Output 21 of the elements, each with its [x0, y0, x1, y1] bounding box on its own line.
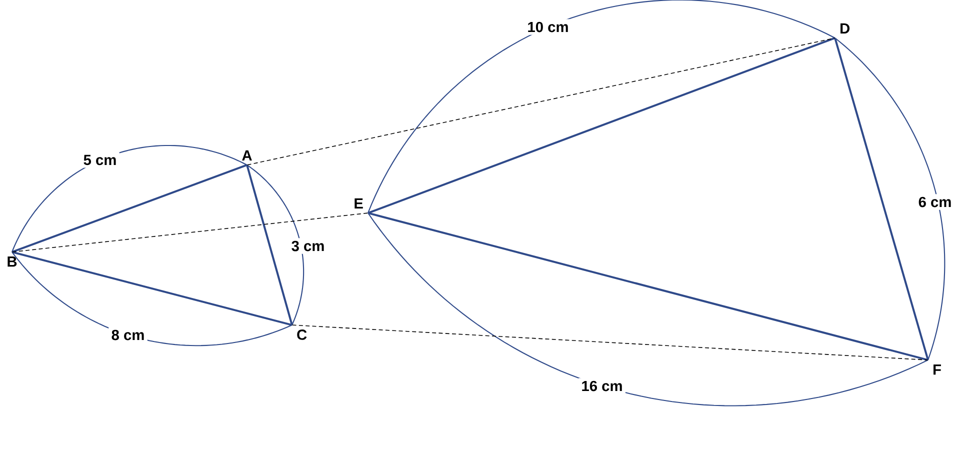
dashed-line — [292, 324, 928, 360]
dimension-label: 3 cm — [288, 238, 328, 254]
triangle-side — [246, 165, 293, 326]
vertex-label: F — [934, 364, 941, 375]
triangle-side — [368, 37, 836, 214]
dimension-label: 8 cm — [108, 327, 148, 343]
triangle-side — [12, 164, 248, 253]
dimension-label: 5 cm — [80, 152, 120, 168]
triangle-side — [12, 251, 292, 326]
dimension-label: 16 cm — [578, 378, 626, 394]
vertex-label: C — [297, 330, 307, 340]
triangle-side — [834, 38, 929, 360]
dashed-line — [246, 38, 836, 166]
triangle-side — [368, 212, 928, 361]
dashed-line — [12, 212, 368, 252]
dimension-label: 10 cm — [524, 19, 572, 35]
dimension-label: 6 cm — [916, 194, 954, 210]
vertex-label: D — [840, 23, 850, 34]
vertex-label: B — [8, 256, 17, 267]
vertex-label: A — [242, 150, 252, 160]
vertex-label: E — [354, 198, 363, 208]
